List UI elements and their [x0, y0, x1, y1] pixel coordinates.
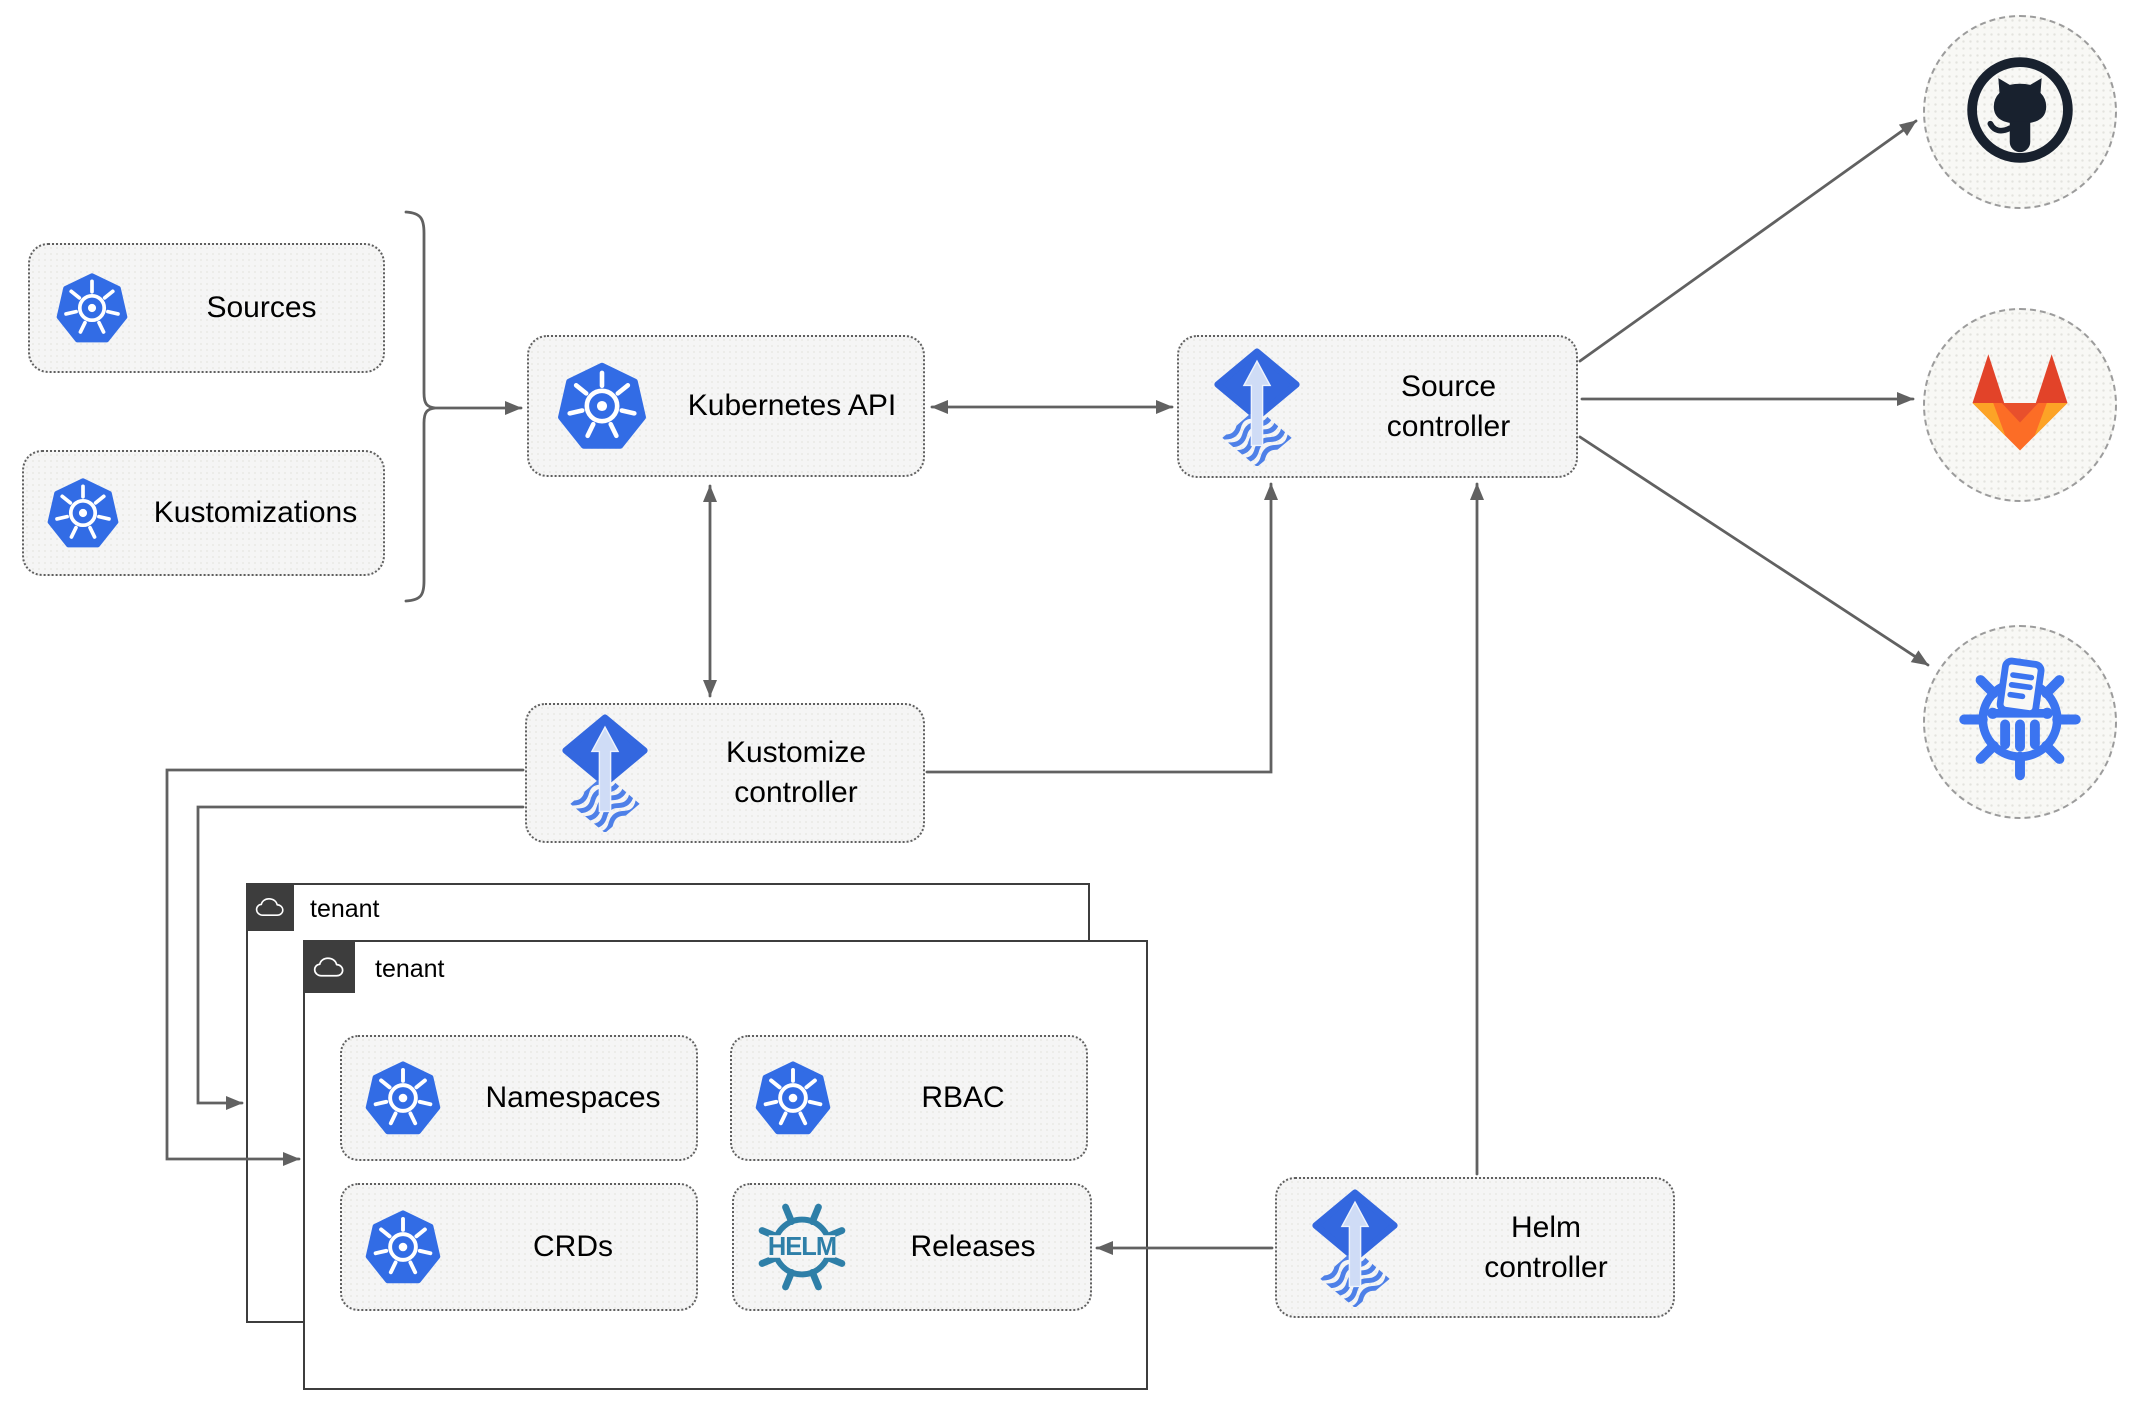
node-kustomizations-label: Kustomizations	[153, 496, 358, 530]
edge-source-to-github	[1578, 119, 1918, 363]
endpoint-chart-repository	[1923, 625, 2117, 819]
kubernetes-icon	[529, 360, 675, 452]
edge-bracket	[404, 210, 436, 603]
node-source-controller-label: Source controller	[1386, 369, 1511, 443]
node-helm-controller: Helm controller	[1275, 1177, 1675, 1318]
flux-icon	[1277, 1189, 1433, 1307]
helm-icon	[734, 1198, 870, 1296]
node-releases-label: Releases	[910, 1230, 1036, 1264]
node-source-controller: Source controller	[1177, 335, 1578, 478]
node-helm-controller-label: Helm controller	[1484, 1210, 1608, 1284]
tenant-outer-label: tenant	[310, 895, 380, 923]
node-namespaces-label: Namespaces	[485, 1081, 661, 1115]
node-crds: CRDs	[340, 1183, 698, 1311]
edge-source-to-chart-repository	[1578, 435, 1930, 667]
chartmuseum-icon	[1958, 655, 2082, 789]
tenant-inner-box: tenant	[303, 940, 1148, 1390]
node-kubernetes-api-label: Kubernetes API	[687, 389, 897, 423]
node-kustomizations: Kustomizations	[22, 450, 385, 576]
endpoint-gitlab	[1923, 308, 2117, 502]
node-kustomize-controller-label: Kustomize controller	[725, 736, 867, 809]
node-kubernetes-api: Kubernetes API	[527, 335, 925, 477]
kubernetes-icon	[24, 476, 142, 550]
node-sources: Sources	[28, 243, 385, 373]
github-icon	[1963, 53, 2077, 172]
node-releases: Releases	[732, 1183, 1092, 1311]
flux-icon	[527, 714, 683, 832]
cloud-icon	[303, 940, 355, 993]
tenant-inner-label: tenant	[375, 955, 445, 983]
kubernetes-icon	[342, 1208, 464, 1286]
cloud-icon	[246, 883, 294, 931]
kubernetes-icon	[342, 1059, 464, 1137]
node-sources-label: Sources	[206, 291, 317, 325]
kubernetes-icon	[30, 271, 154, 345]
node-crds-label: CRDs	[533, 1230, 613, 1264]
node-rbac-label: RBAC	[921, 1081, 1005, 1115]
flux-icon	[1179, 348, 1335, 466]
node-kustomize-controller: Kustomize controller	[525, 703, 925, 843]
endpoint-github	[1923, 15, 2117, 209]
kubernetes-icon	[732, 1059, 854, 1137]
edge-kustomize-to-source-controller	[925, 482, 1278, 774]
node-rbac: RBAC	[730, 1035, 1088, 1161]
gitlab-icon	[1959, 347, 2081, 464]
node-namespaces: Namespaces	[340, 1035, 698, 1161]
